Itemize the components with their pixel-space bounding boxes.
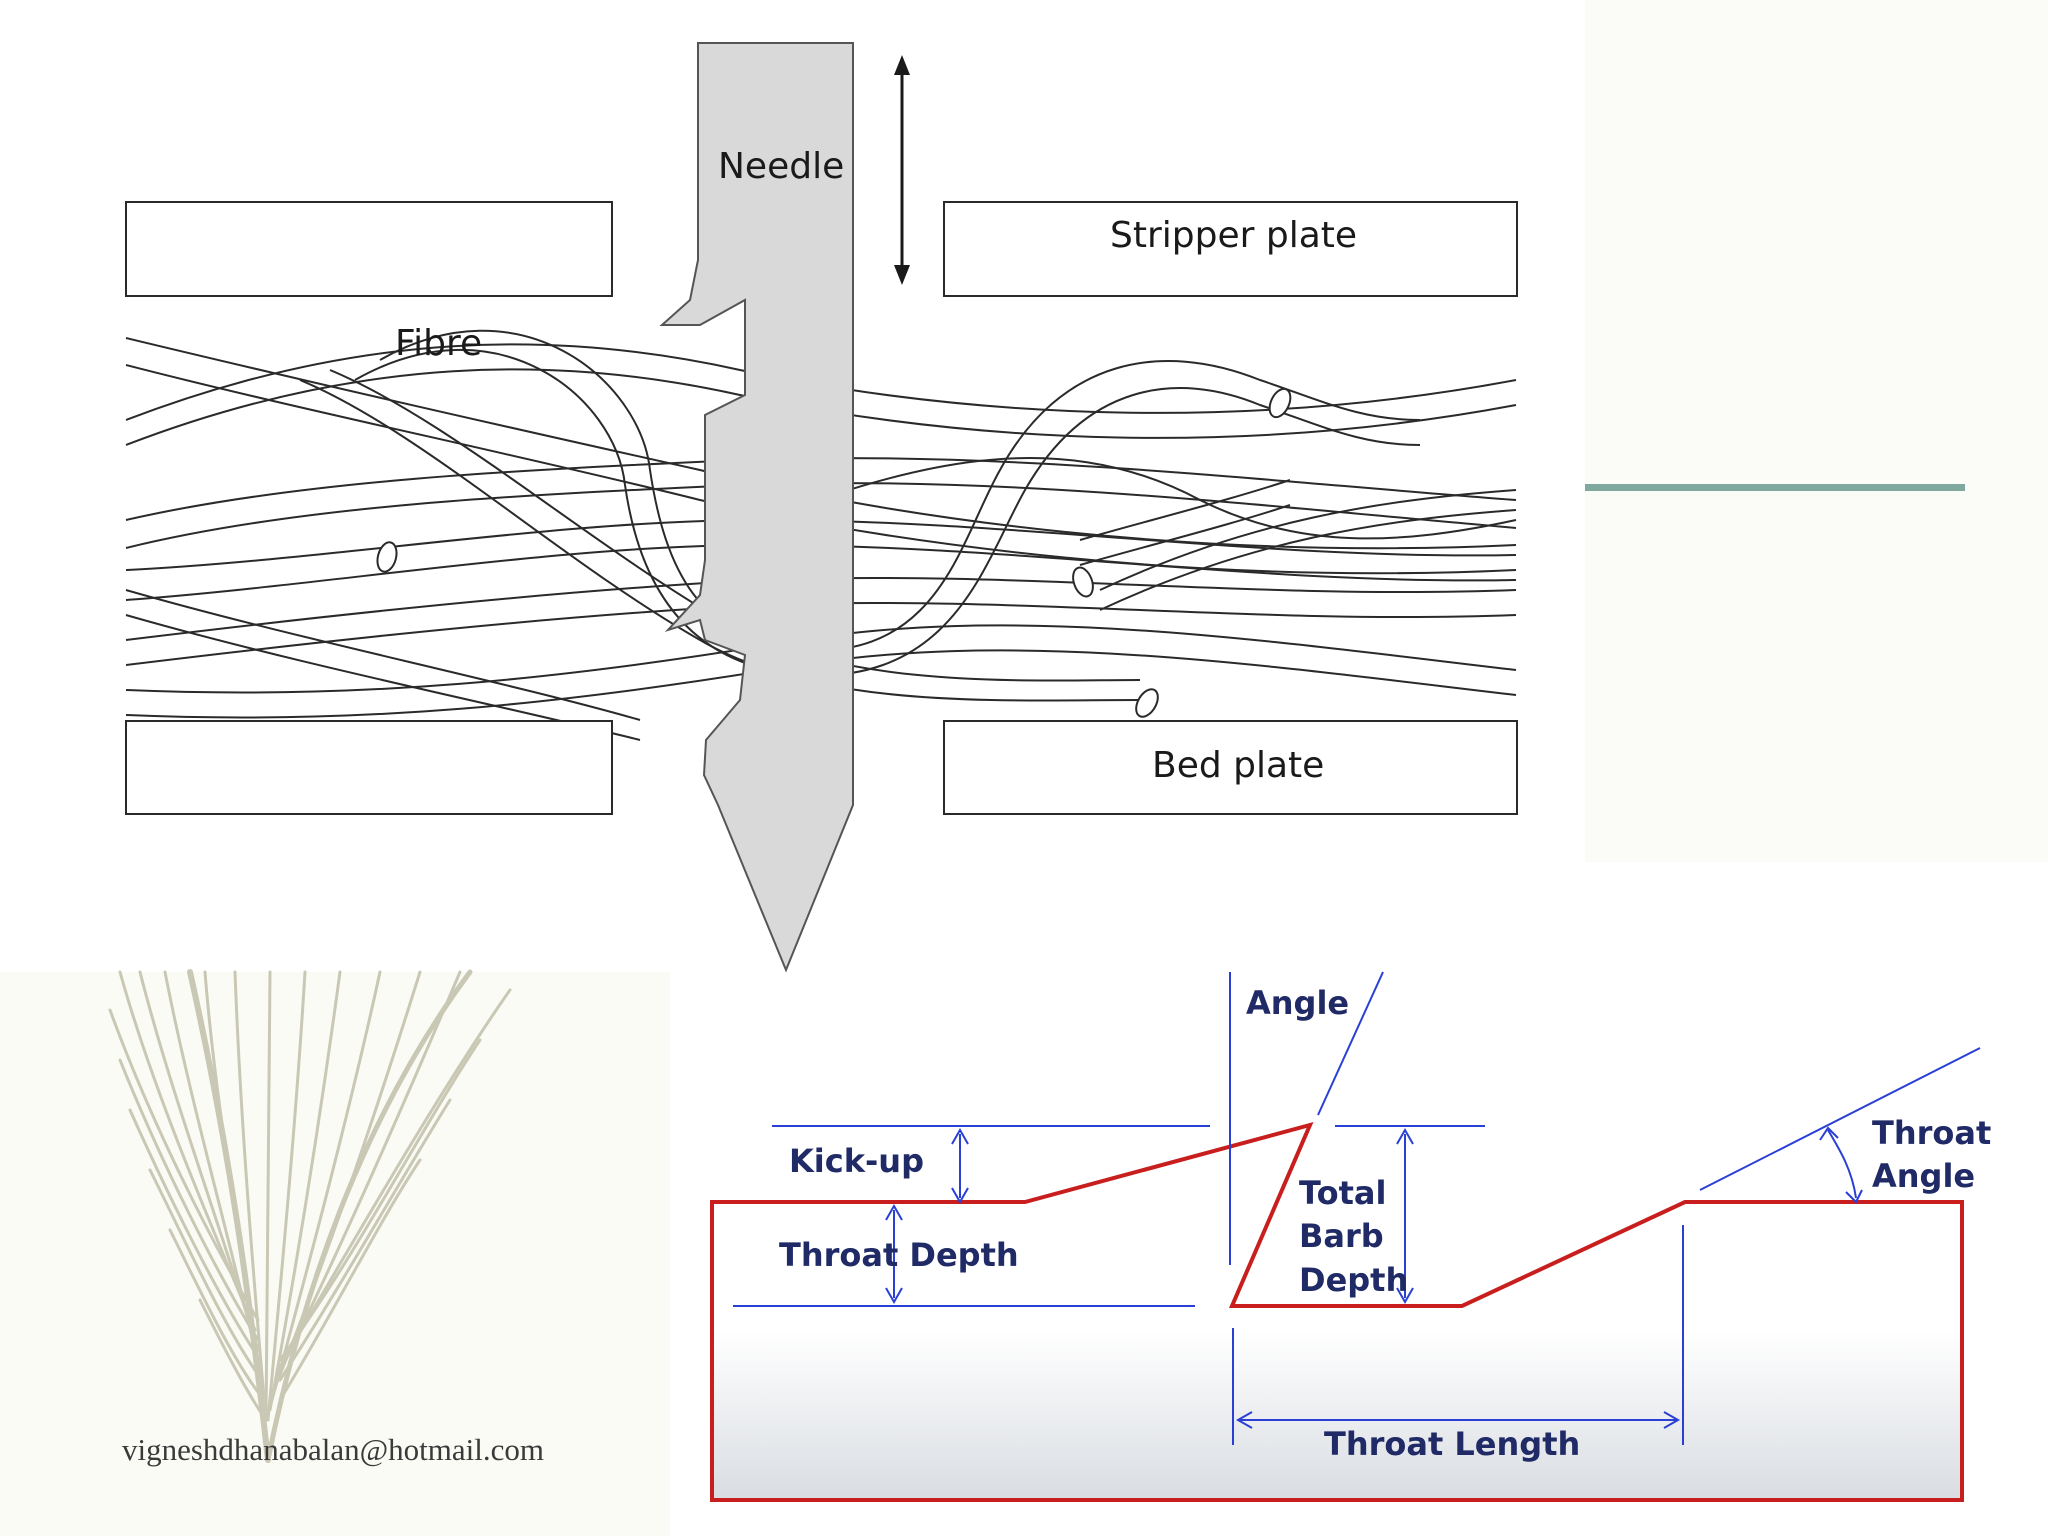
angle-label: Angle <box>1246 984 1349 1022</box>
barb-diagram: Angle Kick-up Throat Depth Total Barb De… <box>710 971 1991 1502</box>
stripper-plate-left <box>125 201 613 297</box>
side-panel <box>1585 0 2048 862</box>
double-arrow-icon <box>894 55 910 285</box>
needle <box>659 42 854 973</box>
bed-plate-right <box>943 720 1518 815</box>
dimension-lines <box>733 971 1981 1445</box>
feather-panel <box>0 969 670 1536</box>
author-email: vigneshdhanabalan@hotmail.com <box>122 1432 544 1467</box>
stripper-plate-right <box>943 201 1518 297</box>
fibre-label: Fibre <box>395 323 482 364</box>
bed-plate-left <box>125 720 613 815</box>
throat-angle-label-2: Angle <box>1872 1157 1975 1195</box>
needling-diagram: Needle Stripper plate Fibre Bed plate <box>125 42 1518 973</box>
total-barb-depth-label-3: Depth <box>1299 1261 1408 1299</box>
stripper-plate-label: Stripper plate <box>1110 215 1357 256</box>
throat-length-label: Throat Length <box>1324 1425 1580 1463</box>
accent-rule <box>1585 484 1965 491</box>
total-barb-depth-label-2: Barb <box>1299 1217 1384 1255</box>
throat-depth-label: Throat Depth <box>779 1236 1019 1274</box>
barb-outline <box>710 1121 1964 1502</box>
bed-plate-label: Bed plate <box>1152 745 1324 786</box>
feather-icon <box>108 969 512 1463</box>
throat-angle-label-1: Throat <box>1872 1114 1991 1152</box>
total-barb-depth-label-1: Total <box>1299 1174 1386 1212</box>
kick-up-label: Kick-up <box>789 1142 924 1180</box>
needle-label: Needle <box>718 146 844 187</box>
